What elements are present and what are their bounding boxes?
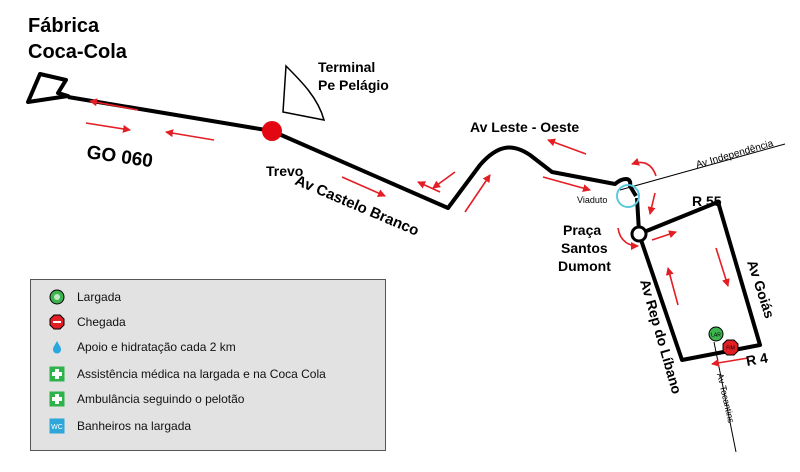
terminal-label-line1: Terminal: [318, 59, 375, 75]
start-marker-text: LAR: [711, 333, 721, 339]
wc-icon: WC: [49, 418, 65, 434]
direction-arrows: [85, 98, 749, 367]
arrow-climb-2: [432, 171, 456, 189]
factory-label-line1: Fábrica: [28, 15, 100, 37]
finish-marker: FIM: [722, 339, 739, 356]
water-drop-icon: [49, 339, 65, 355]
tocantins-label: Av Tocantins: [715, 372, 736, 424]
praca-label-line1: Praça: [563, 222, 601, 238]
legend-item-water: Apoio e hidratação cada 2 km: [49, 337, 236, 357]
legend-text: Largada: [77, 290, 122, 304]
legend-text: Assistência médica na largada e na Coca …: [77, 367, 326, 381]
praca-label-line2: Santos: [561, 240, 608, 256]
arrow-climb-1: [464, 174, 491, 213]
wc-icon-text: WC: [51, 424, 63, 431]
start-marker: LAR: [708, 326, 724, 342]
factory-building-shape: [26, 72, 70, 104]
trevo-roundabout: [262, 121, 282, 141]
viaduto-marker: [616, 184, 640, 208]
arrow-viaduto-down: [647, 192, 656, 215]
finish-marker-icon: [49, 314, 65, 330]
legend-text: Chegada: [77, 315, 126, 329]
legend-item-largada: Largada: [49, 287, 121, 307]
route-loop: [637, 200, 762, 362]
arrow-viaduto-curve: [631, 157, 657, 177]
arrow-go060-east: [85, 122, 131, 133]
arrow-go060-west: [89, 98, 139, 111]
ambulance-cross-icon: [49, 391, 65, 407]
arrow-castelo-1: [165, 129, 215, 141]
viaduto-label: Viaduto: [577, 195, 607, 205]
arrow-goias: [715, 247, 730, 287]
arrow-praca-curve: [617, 227, 639, 250]
arrow-leste-2: [542, 176, 591, 192]
legend-item-wc: WC Banheiros na largada: [49, 416, 191, 436]
arrow-castelo-3: [417, 181, 441, 193]
arrow-leste-1: [547, 138, 587, 155]
start-marker-icon: [49, 289, 65, 305]
praca-label-line3: Dumont: [558, 258, 611, 274]
praca-roundabout: [630, 225, 648, 243]
trevo-label: Trevo: [266, 163, 303, 179]
legend-box: Largada Chegada Apoio e hidratação cada …: [30, 279, 386, 451]
terminal-label-line2: Pe Pelágio: [318, 77, 389, 93]
finish-marker-text: FIM: [726, 346, 735, 352]
factory-label-line2: Coca-Cola: [28, 41, 128, 63]
go060-label: GO 060: [85, 142, 154, 172]
r55-label: R 55: [692, 193, 722, 209]
legend-item-medical: Assistência médica na largada e na Coca …: [49, 364, 326, 384]
terminal-building-shape: [282, 64, 326, 121]
route-line: [67, 95, 638, 210]
arrow-libano-up: [665, 267, 679, 306]
medical-cross-icon: [49, 366, 65, 382]
legend-item-ambulance: Ambulância seguindo o pelotão: [49, 389, 244, 409]
independencia-road: [619, 143, 786, 191]
r4-label: R 4: [745, 349, 769, 369]
arrow-loop-top: [651, 230, 677, 241]
castelo-branco-label: Av Castelo Branco: [292, 172, 421, 240]
legend-item-chegada: Chegada: [49, 312, 126, 332]
arrow-r4: [711, 357, 749, 367]
independencia-label: Av Independência: [695, 138, 775, 171]
leste-oeste-label: Av Leste - Oeste: [470, 119, 579, 135]
legend-text: Banheiros na largada: [77, 419, 192, 433]
arrow-castelo-2: [341, 176, 386, 197]
legend-text: Ambulância seguindo o pelotão: [77, 392, 245, 406]
legend-text: Apoio e hidratação cada 2 km: [77, 340, 236, 354]
